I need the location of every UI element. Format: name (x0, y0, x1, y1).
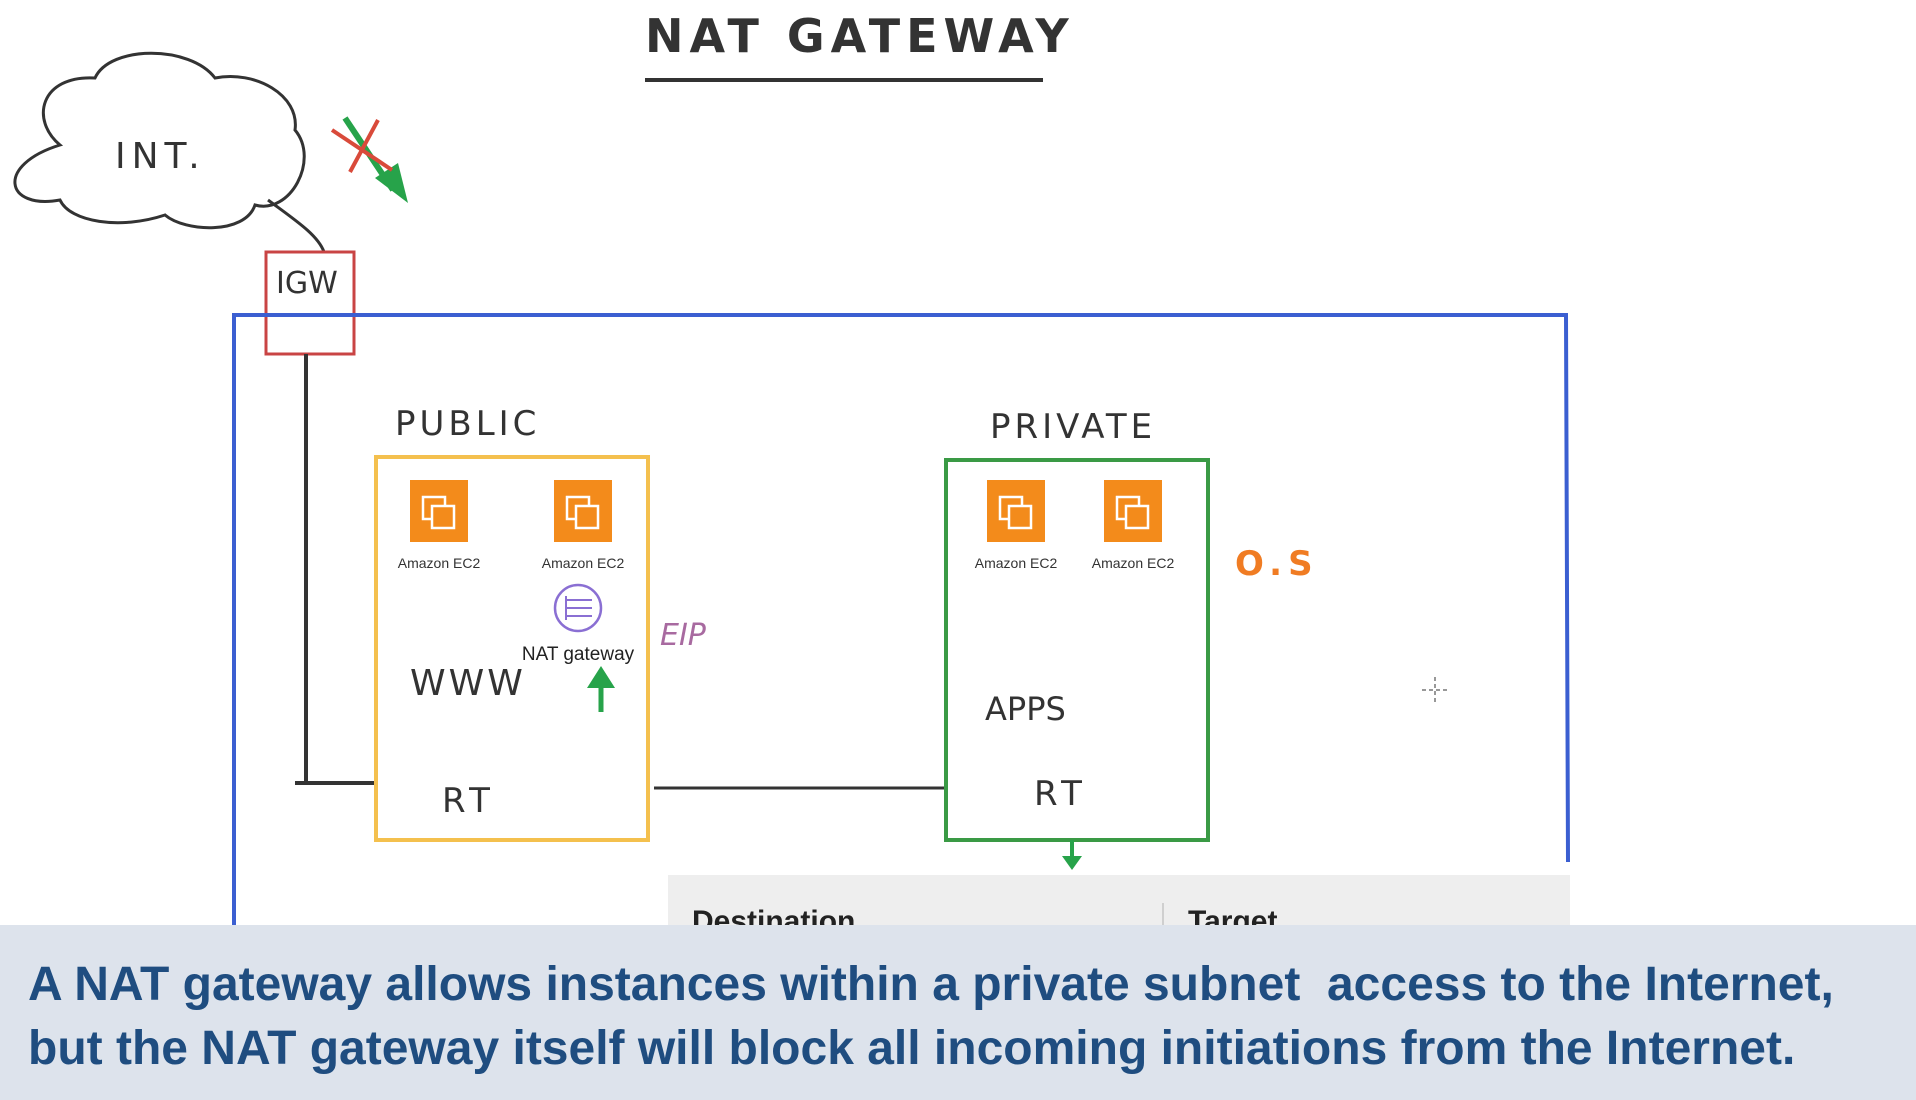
nat-gateway-icon (553, 583, 603, 633)
caption-line-1: A NAT gateway allows instances within a … (28, 958, 1834, 1011)
route-table-column-divider (1162, 903, 1164, 940)
crosshair-cursor-icon (1422, 677, 1448, 703)
private-rt-label: RT (1034, 774, 1088, 814)
ec2-label: Amazon EC2 (398, 555, 481, 571)
ec2-icon-chip-front (574, 504, 600, 530)
caption-banner: A NAT gateway allows instances within a … (0, 925, 1916, 1100)
igw-label: IGW (276, 266, 338, 301)
private-subnet-box (944, 458, 1210, 842)
os-label: O.S (1235, 544, 1319, 584)
ec2-label: Amazon EC2 (1092, 555, 1175, 571)
ec2-instance-private-2: Amazon EC2 (1092, 480, 1175, 571)
igw-box (264, 250, 356, 356)
private-down-arrow-head-icon (1062, 856, 1082, 870)
eip-label: EIP (660, 618, 707, 653)
internet-cloud-icon (13, 51, 306, 230)
public-rt-label: RT (442, 781, 496, 821)
nat-outbound-arrow-head-icon (587, 666, 615, 688)
vpc-boundary (232, 313, 1570, 925)
caption-line-2: but the NAT gateway itself will block al… (28, 1022, 1796, 1075)
cloud-igw-connector (267, 198, 326, 253)
ec2-instance-public-1: Amazon EC2 (398, 480, 481, 571)
private-subnet-label: PRIVATE (990, 407, 1156, 447)
ec2-label: Amazon EC2 (975, 555, 1058, 571)
ec2-icon-chip-front (1007, 504, 1033, 530)
www-label: WWW (410, 663, 526, 704)
apps-label: APPS (985, 690, 1066, 728)
public-subnet-label: PUBLIC (395, 404, 540, 444)
internet-label: INT. (115, 136, 206, 177)
public-subnet-box (374, 455, 650, 842)
inbound-arrow-head-icon (375, 163, 408, 203)
ec2-instance-public-2: Amazon EC2 (542, 480, 625, 571)
diagram-title: NAT GATEWAY (645, 9, 1075, 63)
ec2-icon-chip-front (1124, 504, 1150, 530)
blocked-x-stroke-2 (348, 119, 380, 173)
igw-route-line (304, 354, 376, 785)
nat-gateway-label: NAT gateway (522, 644, 635, 665)
nat-gateway: NAT gateway (522, 583, 635, 665)
ec2-label: Amazon EC2 (542, 555, 625, 571)
ec2-icon-chip-front (430, 504, 456, 530)
ec2-instance-private-1: Amazon EC2 (975, 480, 1058, 571)
